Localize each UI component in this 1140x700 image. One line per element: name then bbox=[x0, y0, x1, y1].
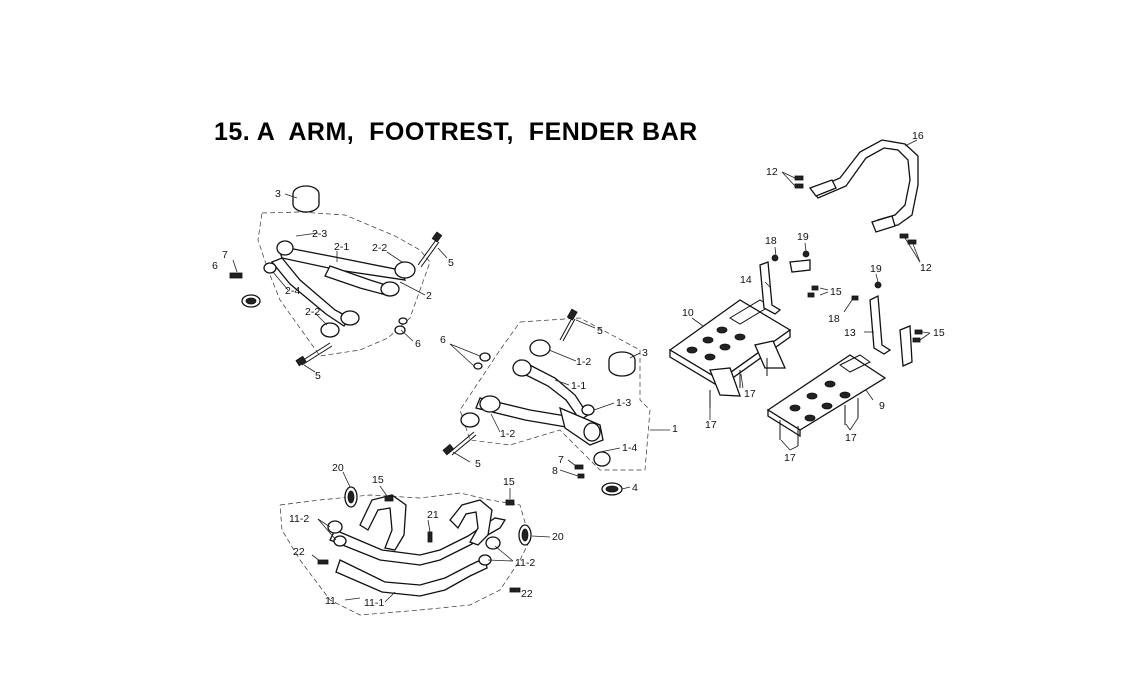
label-1-4: 1-4 bbox=[622, 442, 637, 454]
label-6: 6 bbox=[212, 260, 218, 272]
label-2-1: 2-1 bbox=[334, 241, 349, 253]
footrest-left bbox=[668, 299, 792, 420]
upper-arm-assembly bbox=[229, 185, 448, 373]
label-21: 21 bbox=[427, 509, 439, 521]
label-17: 17 bbox=[705, 419, 717, 431]
footrest-right bbox=[766, 354, 887, 451]
label-18: 18 bbox=[765, 235, 777, 247]
label-13: 13 bbox=[844, 327, 856, 339]
label-20: 20 bbox=[552, 531, 564, 543]
label-20: 20 bbox=[332, 462, 344, 474]
label-12: 12 bbox=[766, 166, 778, 178]
label-2-4: 2-4 bbox=[285, 285, 300, 297]
label-11-2: 11-2 bbox=[515, 557, 535, 569]
label-5: 5 bbox=[597, 325, 603, 337]
label-11: 11 bbox=[325, 595, 336, 607]
label-1-3: 1-3 bbox=[616, 397, 631, 409]
label-2-2: 2-2 bbox=[372, 242, 387, 254]
label-18: 18 bbox=[828, 313, 840, 325]
label-11-2: 11-2 bbox=[289, 513, 309, 525]
label-12: 12 bbox=[920, 262, 932, 274]
label-16: 16 bbox=[912, 130, 924, 142]
label-1: 1 bbox=[672, 423, 678, 435]
label-19: 19 bbox=[870, 263, 882, 275]
callout-labels: 3 2-3 2-1 2-2 7 6 5 2-4 2 2-2 6 5 5 6 3 … bbox=[212, 130, 945, 609]
label-22: 22 bbox=[521, 588, 533, 600]
label-15: 15 bbox=[830, 286, 842, 298]
label-15: 15 bbox=[372, 474, 384, 486]
label-1-2: 1-2 bbox=[500, 428, 515, 440]
label-10: 10 bbox=[682, 307, 694, 319]
label-4: 4 bbox=[632, 482, 638, 494]
lower-arm-assembly bbox=[442, 308, 670, 496]
front-bumper-assembly bbox=[279, 471, 551, 616]
label-1-2: 1-2 bbox=[576, 356, 591, 368]
label-2-2: 2-2 bbox=[305, 306, 320, 318]
page-title: 15. A ARM, FOOTREST, FENDER BAR bbox=[214, 118, 698, 146]
label-3: 3 bbox=[275, 188, 281, 200]
label-7: 7 bbox=[558, 454, 564, 466]
bracket-14 bbox=[759, 242, 829, 315]
label-5: 5 bbox=[448, 257, 454, 269]
label-2-3: 2-3 bbox=[312, 228, 327, 240]
label-15: 15 bbox=[933, 327, 945, 339]
label-15: 15 bbox=[503, 476, 515, 488]
label-14: 14 bbox=[740, 274, 752, 286]
label-8: 8 bbox=[552, 465, 558, 477]
bracket-13 bbox=[843, 273, 931, 367]
label-19: 19 bbox=[797, 231, 809, 243]
label-11-1: 11-1 bbox=[364, 597, 384, 609]
label-6: 6 bbox=[440, 334, 446, 346]
fender-bar bbox=[781, 139, 921, 263]
label-3: 3 bbox=[642, 347, 648, 359]
label-5: 5 bbox=[315, 370, 321, 382]
label-2: 2 bbox=[426, 290, 432, 302]
label-1-1: 1-1 bbox=[571, 380, 586, 392]
label-7: 7 bbox=[222, 249, 228, 261]
label-17: 17 bbox=[744, 388, 756, 400]
label-6: 6 bbox=[415, 338, 421, 350]
label-17: 17 bbox=[784, 452, 796, 464]
label-5: 5 bbox=[475, 458, 481, 470]
label-22: 22 bbox=[293, 546, 305, 558]
label-17: 17 bbox=[845, 432, 857, 444]
label-9: 9 bbox=[879, 400, 885, 412]
